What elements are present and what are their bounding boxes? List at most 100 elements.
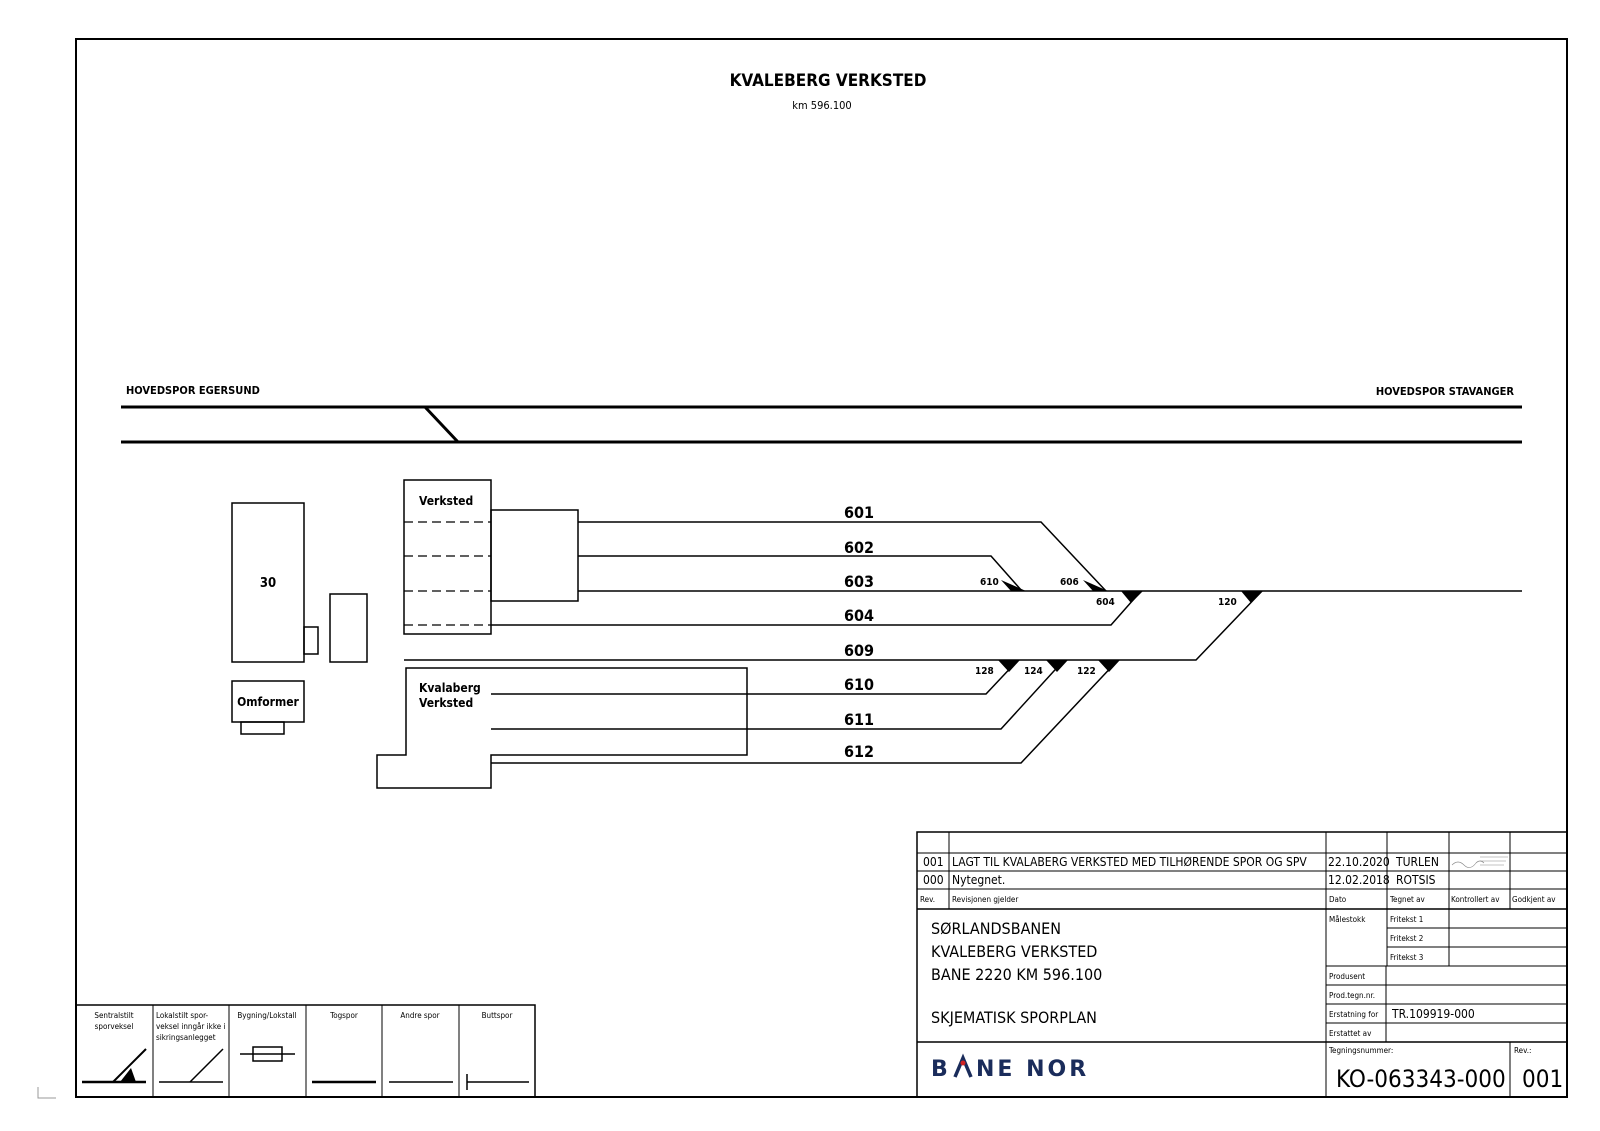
rev-000-number: 000 xyxy=(923,873,944,887)
drawing-number: KO-063343-000 xyxy=(1336,1065,1506,1093)
rev-label: Rev.: xyxy=(1514,1046,1531,1055)
track-number-604: 604 xyxy=(844,606,874,625)
bane-nor-logo: B NE NOR xyxy=(931,1053,1089,1082)
col-date-label: Dato xyxy=(1329,895,1347,904)
kvaleberg-verksted-label-2: Verksted xyxy=(419,696,473,710)
track-611 xyxy=(491,659,1065,730)
switch-120-label: 120 xyxy=(1218,597,1237,608)
project-line-1: SØRLANDSBANEN xyxy=(931,919,1061,938)
title-block: 001 LAGT TIL KVALABERG VERKSTED MED TILH… xyxy=(916,831,1568,1098)
drawing-title: KVALEBERG VERKSTED xyxy=(730,71,927,91)
switch-120-marker xyxy=(1241,591,1263,603)
rev-001-text: LAGT TIL KVALABERG VERKSTED MED TILHØREN… xyxy=(952,855,1307,869)
rev-001-drawn-by: TURLEN xyxy=(1395,855,1439,869)
free-text-1-label: Fritekst 1 xyxy=(1390,915,1423,924)
omformer-annex xyxy=(240,721,285,735)
legend-label-local-switch-1: Lokalstilt spor- xyxy=(156,1011,209,1020)
project-line-3: BANE 2220 KM 596.100 xyxy=(931,965,1102,984)
col-rev-label: Rev. xyxy=(920,895,935,904)
switch-122-label: 122 xyxy=(1077,666,1096,677)
track-number-601: 601 xyxy=(844,503,874,522)
verksted-extension xyxy=(490,509,579,602)
mainline-right-label: HOVEDSPOR STAVANGER xyxy=(1376,385,1515,398)
building-30-label: 30 xyxy=(260,576,276,591)
project-line-2: KVALEBERG VERKSTED xyxy=(931,942,1097,961)
small-building xyxy=(329,593,368,663)
track-610 xyxy=(491,659,1019,695)
track-number-612: 612 xyxy=(844,742,874,761)
switch-606-marker xyxy=(1083,580,1108,591)
legend-symbol-central-switch-marker xyxy=(120,1068,136,1082)
track-number-609: 609 xyxy=(844,641,874,660)
switch-610-label: 610 xyxy=(980,577,999,588)
signature xyxy=(1451,856,1508,868)
switch-604-label: 604 xyxy=(1096,597,1115,608)
legend-box: Sentralstilt sporveksel Bygning/Lokstall… xyxy=(75,1004,536,1098)
switch-124-marker xyxy=(1046,660,1068,672)
mainline-crossover xyxy=(423,405,460,444)
track-612 xyxy=(491,659,1119,764)
col-drawn-label: Tegnet av xyxy=(1389,895,1426,904)
track-609 xyxy=(404,590,1263,661)
legend-symbol-central-switch-branch xyxy=(112,1048,147,1083)
legend-label-local-switch-3: sikringsanlegget xyxy=(156,1033,216,1042)
legend-label-bygning: Bygning/Lokstall xyxy=(237,1011,296,1020)
track-601 xyxy=(578,521,1107,592)
omformer-label: Omformer xyxy=(237,695,299,709)
track-number-602: 602 xyxy=(844,538,874,557)
col-revision-label: Revisjonen gjelder xyxy=(952,895,1018,904)
svg-text:NE NOR: NE NOR xyxy=(976,1057,1089,1082)
mainline-left-label: HOVEDSPOR EGERSUND xyxy=(126,384,260,397)
switch-606-label: 606 xyxy=(1060,577,1079,588)
col-approved-label: Godkjent av xyxy=(1512,895,1556,904)
rev-000-date: 12.02.2018 xyxy=(1328,873,1390,887)
switch-128-label: 128 xyxy=(975,666,994,677)
track-number-610: 610 xyxy=(844,675,874,694)
switch-610-marker xyxy=(1001,580,1026,591)
replacement-for-value: TR.109919-000 xyxy=(1391,1007,1475,1021)
switch-122-marker xyxy=(1098,660,1120,672)
corner-mark xyxy=(37,1087,56,1099)
legend-label-central-switch-1: Sentralstilt xyxy=(94,1011,133,1020)
free-text-3-label: Fritekst 3 xyxy=(1390,953,1423,962)
legend-label-buttspor: Buttspor xyxy=(482,1011,513,1020)
switch-128-marker xyxy=(998,660,1020,672)
verksted-label: Verksted xyxy=(419,494,473,508)
free-text-2-label: Fritekst 2 xyxy=(1390,934,1423,943)
rev-000-drawn-by: ROTSIS xyxy=(1396,873,1436,887)
building-30-annex xyxy=(303,626,319,655)
drawing-subtitle: km 596.100 xyxy=(792,99,851,112)
replacement-for-label: Erstatning for xyxy=(1329,1010,1378,1019)
track-number-611: 611 xyxy=(844,710,874,729)
legend-symbol-building xyxy=(252,1046,283,1062)
switch-124-label: 124 xyxy=(1024,666,1043,677)
track-number-603: 603 xyxy=(844,572,874,591)
col-checked-label: Kontrollert av xyxy=(1451,895,1500,904)
track-604 xyxy=(491,590,1142,626)
kvaleberg-verksted-label-1: Kvalaberg xyxy=(419,681,481,695)
yard-tracks xyxy=(404,521,1522,764)
legend-label-central-switch-2: sporveksel xyxy=(95,1022,134,1031)
revision-number: 001 xyxy=(1522,1065,1563,1093)
drawing-number-label: Tegningsnummer: xyxy=(1328,1046,1393,1055)
building-30 xyxy=(231,502,305,663)
producer-label: Produsent xyxy=(1329,972,1365,981)
legend-label-togspor: Togspor xyxy=(329,1011,358,1020)
scale-label: Målestokk xyxy=(1329,914,1366,924)
sheet-border xyxy=(75,38,1568,1098)
rev-001-number: 001 xyxy=(923,855,944,869)
legend-symbol-local-switch-branch xyxy=(189,1048,224,1083)
prod-drawing-label: Prod.tegn.nr. xyxy=(1329,991,1375,1000)
legend-label-andre-spor: Andre spor xyxy=(400,1011,439,1020)
verksted-internal-tracks xyxy=(404,521,491,626)
replaced-by-label: Erstattet av xyxy=(1329,1029,1372,1038)
svg-text:B: B xyxy=(931,1057,951,1082)
rev-000-text: Nytegnet. xyxy=(952,873,1005,887)
switch-604-marker xyxy=(1121,591,1143,603)
project-line-4: SKJEMATISK SPORPLAN xyxy=(931,1008,1097,1027)
rev-001-date: 22.10.2020 xyxy=(1328,855,1390,869)
legend-label-local-switch-2: veksel inngår ikke i xyxy=(156,1021,225,1031)
track-602 xyxy=(578,555,1023,592)
kvaleberg-verksted-building xyxy=(376,667,748,789)
